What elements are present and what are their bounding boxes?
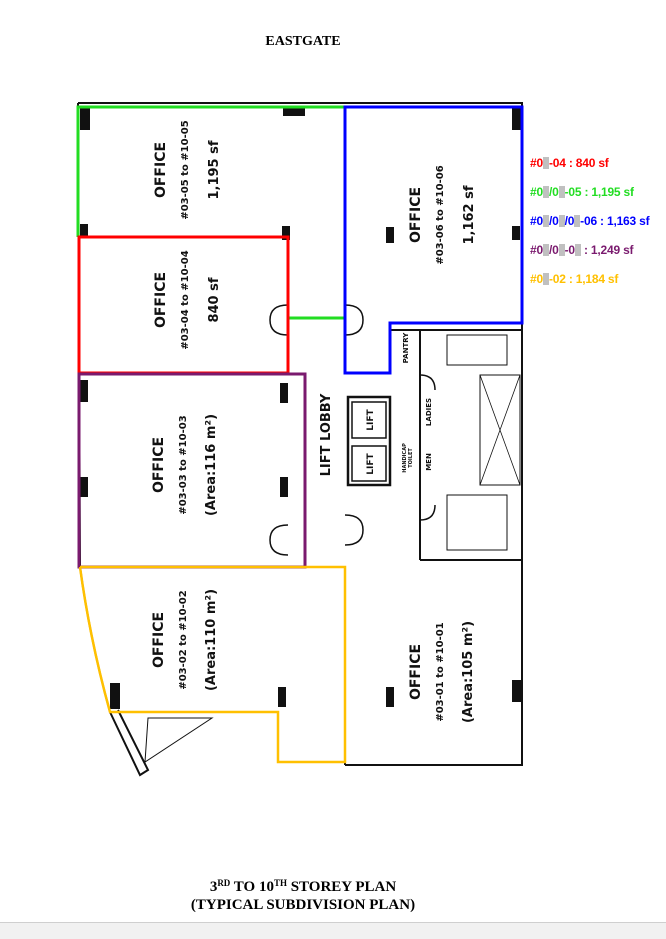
unit-area: (Area:105 m²) <box>461 621 476 723</box>
redaction-box <box>574 215 581 227</box>
lift-core <box>346 334 521 551</box>
legend-text: -06 : 1,163 sf <box>580 214 650 228</box>
legend-text: -05 : 1,195 sf <box>564 185 634 199</box>
plan-caption: 3RD TO 10TH STOREY PLAN (TYPICAL SUBDIVI… <box>0 878 606 914</box>
unit-area: (Area:110 m²) <box>204 589 219 691</box>
redaction-box <box>542 186 549 198</box>
legend-item: #0/0 -05 : 1,195 sf <box>530 185 649 214</box>
caption-superscript: RD <box>217 878 231 888</box>
unit-label-06: OFFICE #03-06 to #10-06 1,162 sf <box>408 165 477 264</box>
unit-area: 840 sf <box>207 277 222 322</box>
unit-label-03: OFFICE #03-03 to #10-03 (Area:116 m²) <box>151 414 219 516</box>
redaction-box <box>558 244 565 256</box>
unit-area: 1,162 sf <box>462 185 477 244</box>
legend-text: /0 <box>548 185 559 199</box>
legend-text: /0 <box>548 243 559 257</box>
document-title: EASTGATE <box>265 34 341 49</box>
legend-text: #0 <box>530 272 543 286</box>
handicap-toilet-label: TOILET <box>408 448 414 468</box>
unit-legend: #0 -04 : 840 sf #0/0 -05 : 1,195 sf #0/0/0 -0… <box>530 156 650 301</box>
unit-label-05: OFFICE #03-05 to #10-05 1,195 sf <box>153 120 222 219</box>
legend-text: #0 <box>530 185 543 199</box>
ladies-label: LADIES <box>425 398 433 426</box>
doors <box>269 304 436 556</box>
legend-item: #0/0/0 -06 : 1,163 sf <box>530 214 650 243</box>
unit-number: #03-02 to #10-02 <box>178 590 189 689</box>
unit-number: #03-03 to #10-03 <box>178 415 189 514</box>
legend-text: -04 : 840 sf <box>548 156 609 170</box>
unit-outline-06 <box>343 105 524 375</box>
legend-text: #0 <box>530 243 543 257</box>
legend-text: /0 <box>548 214 559 228</box>
unit-outline-02 <box>78 565 347 764</box>
unit-area: 1,195 sf <box>207 140 222 199</box>
legend-item: #0/0 -0 : 1,249 sf <box>530 243 649 272</box>
unit-number: #03-06 to #10-06 <box>435 165 446 264</box>
caption-line-2: (TYPICAL SUBDIVISION PLAN) <box>190 897 416 913</box>
legend-text: #0 <box>530 156 543 170</box>
legend-text: -0 <box>564 243 575 257</box>
legend-text: -02 : 1,184 sf <box>548 272 619 286</box>
lift-lobby-label: LIFT LOBBY <box>319 393 334 476</box>
redaction-box <box>558 215 565 227</box>
columns <box>80 106 522 709</box>
unit-label-02: OFFICE #03-02 to #10-02 (Area:110 m²) <box>151 589 219 691</box>
unit-label: OFFICE <box>153 142 169 198</box>
unit-number: #03-05 to #10-05 <box>180 120 191 219</box>
unit-label-01: OFFICE #03-01 to #10-01 (Area:105 m²) <box>408 621 476 723</box>
viewer-footer-bar <box>0 922 666 939</box>
redaction-box <box>542 215 549 227</box>
caption-text: STOREY PLAN <box>286 879 397 895</box>
unit-label: OFFICE <box>408 644 424 700</box>
legend-item: #0 -02 : 1,184 sf <box>530 272 649 301</box>
unit-label: OFFICE <box>151 437 167 493</box>
redaction-box <box>542 244 549 256</box>
caption-superscript: TH <box>273 878 287 888</box>
caption-line-1: 3RD TO 10TH STOREY PLAN <box>0 878 606 896</box>
lift-label: LIFT <box>366 452 376 474</box>
unit-number: #03-04 to #10-04 <box>180 250 191 349</box>
unit-area: (Area:116 m²) <box>204 414 219 516</box>
caption-text: TO 10 <box>230 879 274 895</box>
redaction-box <box>542 273 549 285</box>
men-label: MEN <box>425 453 433 471</box>
pantry-label: PANTRY <box>402 332 410 364</box>
legend-item: #0 -04 : 840 sf <box>530 156 649 185</box>
redaction-box <box>542 157 549 169</box>
building-walls <box>77 102 523 777</box>
unit-outline-03 <box>77 372 307 569</box>
redaction-box <box>558 186 565 198</box>
handicap-toilet-label: HANDICAP <box>402 443 408 473</box>
redaction-box <box>574 244 581 256</box>
unit-number: #03-01 to #10-01 <box>435 622 446 721</box>
legend-text: #0 <box>530 214 543 228</box>
unit-label: OFFICE <box>153 272 169 328</box>
legend-text: : 1,249 sf <box>580 243 634 257</box>
caption-text: 3 <box>209 879 218 895</box>
unit-label: OFFICE <box>151 612 167 668</box>
lift-label: LIFT <box>366 408 376 430</box>
unit-label-04: OFFICE #03-04 to #10-04 840 sf <box>153 250 222 349</box>
unit-label: OFFICE <box>408 187 424 243</box>
legend-text: /0 <box>564 214 575 228</box>
